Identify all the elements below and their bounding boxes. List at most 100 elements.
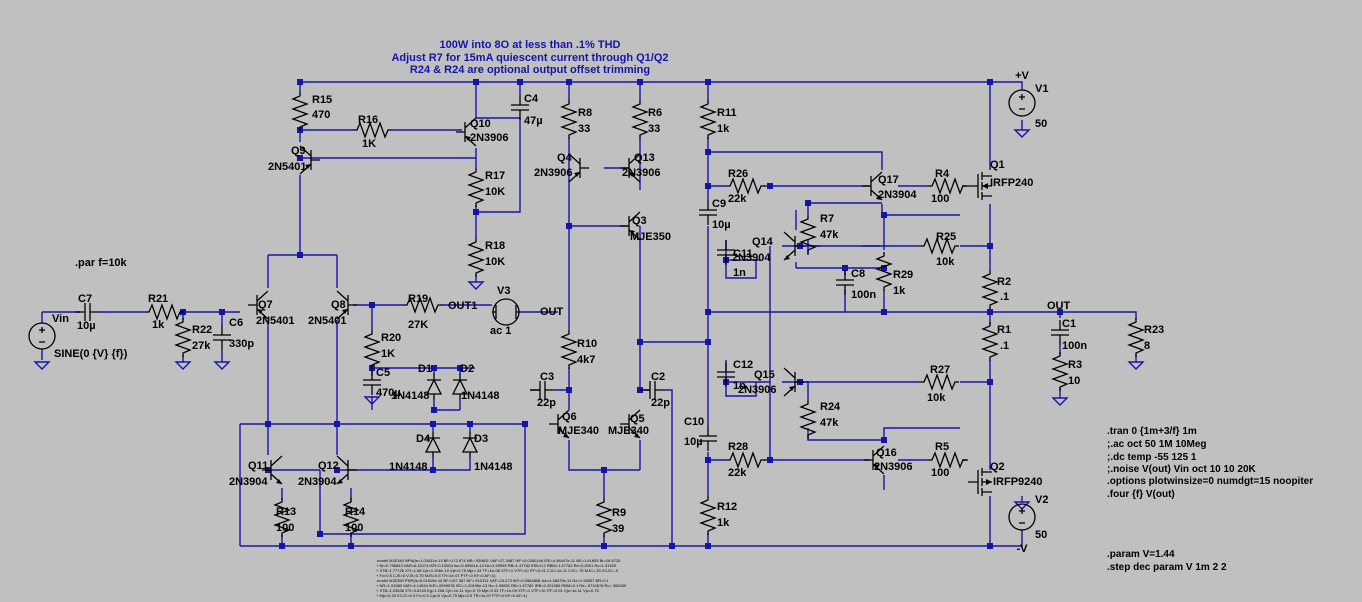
- param-directive-line: .step dec param V 1m 2 2: [1107, 562, 1227, 573]
- r21-value: 1k: [152, 319, 165, 331]
- r17-value: 10K: [485, 186, 505, 198]
- d1-model: 1N4148: [391, 390, 430, 402]
- c2-value: 22p: [651, 397, 670, 409]
- r18-value: 10K: [485, 256, 505, 268]
- r12-value: 1k: [717, 517, 730, 529]
- q6-model: MJE340: [558, 425, 599, 437]
- q10-ref: Q10: [470, 118, 491, 130]
- q5-ref: Q5: [630, 413, 645, 425]
- q11-model: 2N3904: [229, 476, 268, 488]
- q4-model: 2N3906: [534, 167, 573, 179]
- vin-name: Vin: [52, 313, 69, 325]
- v2-name: V2: [1035, 494, 1048, 506]
- model-line: + Mjc=0.33 XCJC=0.9 Fc=0.5 Cjs=0 Vjs=0.7…: [376, 593, 528, 598]
- r18-ref: R18: [485, 240, 505, 252]
- r27-ref: R27: [930, 364, 950, 376]
- v1-value: 50: [1035, 118, 1047, 130]
- r16-ref: R16: [358, 114, 378, 126]
- q8-ref: Q8: [331, 299, 346, 311]
- c8-value: 100n: [851, 289, 876, 301]
- r10-ref: R10: [577, 338, 597, 350]
- r1-ref: R1: [997, 324, 1011, 336]
- model-line: + XTB=1.77726 XTI=1.58 Cje=1.206e-10 Vje…: [376, 568, 619, 573]
- v3-source-symbol: [492, 298, 520, 326]
- c11-value: 1n: [733, 267, 746, 279]
- c9-value: 10µ: [712, 219, 731, 231]
- r6-ref: R6: [648, 107, 662, 119]
- v3-value: ac 1: [490, 325, 511, 337]
- c1-value: 100n: [1062, 340, 1087, 352]
- c10-ref: C10: [684, 416, 704, 428]
- r2-value: .1: [1000, 291, 1009, 303]
- net-neg-label: -V: [1017, 543, 1029, 555]
- q15-ref: Q15: [754, 369, 775, 381]
- c5-value: 470µ: [376, 387, 401, 399]
- r16-value: 1K: [362, 138, 376, 150]
- r9-ref: R9: [612, 507, 626, 519]
- q1-model: IRFP240: [990, 177, 1033, 189]
- r26-value: 22k: [728, 193, 747, 205]
- q13-ref: Q13: [634, 152, 655, 164]
- v1-name: V1: [1035, 83, 1048, 95]
- param-f: .par f=10k: [75, 257, 128, 269]
- diode-labels: D1 1N4148 D2 1N4148 D3 1N4148 D4 1N4148: [389, 363, 513, 473]
- q7-model: 2N5401: [256, 315, 295, 327]
- c12-ref: C12: [733, 359, 753, 371]
- r22-ref: R22: [192, 324, 212, 336]
- directive-line: ;.dc temp -55 125 1: [1107, 452, 1197, 463]
- q6-ref: Q6: [562, 411, 577, 423]
- r23-value: 8: [1144, 340, 1150, 352]
- q2-model: IRFP9240: [993, 476, 1043, 488]
- r21-ref: R21: [148, 293, 168, 305]
- header-line-3: R24 & R24 are optional output offset tri…: [410, 64, 650, 76]
- r10-value: 4k7: [577, 354, 595, 366]
- d2-model: 1N4148: [461, 390, 500, 402]
- r25-ref: R25: [936, 231, 956, 243]
- d4-ref: D4: [416, 433, 431, 445]
- r29-ref: R29: [893, 269, 913, 281]
- q10-model: 2N3906: [470, 132, 509, 144]
- r8-ref: R8: [578, 107, 592, 119]
- r6-value: 33: [648, 123, 660, 135]
- r3-ref: R3: [1068, 359, 1082, 371]
- source-labels: Vin SINE(0 {V} {f}) V3 ac 1 V1 50 V2 50 …: [52, 83, 1048, 541]
- model-line: + Nr=0.796843 VAR=6.11074 IKR=0.10004 Is…: [376, 563, 617, 568]
- c3-ref: C3: [540, 371, 554, 383]
- model-line: .model MJE340 NPN(Is=1.03431e-13 BF=172.…: [376, 558, 621, 563]
- model-line: .model MJE350 PNP(Is=6.01619e-15 BF=157.…: [376, 578, 610, 583]
- v2-value: 50: [1035, 529, 1047, 541]
- c9-ref: C9: [712, 198, 726, 210]
- header-text: 100W into 8O at less than .1% THD Adjust…: [391, 39, 668, 76]
- q5-model: MJE340: [608, 425, 649, 437]
- r22-value: 27k: [192, 340, 211, 352]
- v3-name: V3: [497, 285, 510, 297]
- d3-ref: D3: [474, 433, 488, 445]
- r5-ref: R5: [935, 441, 949, 453]
- directive-line: ;.noise V(out) Vin oct 10 10 20K: [1107, 464, 1257, 475]
- c6-value: 330p: [229, 338, 254, 350]
- q4-ref: Q4: [557, 152, 573, 164]
- q7-ref: Q7: [258, 299, 273, 311]
- capacitor-labels: C1 100n C2 22p C3 22p C4 47µ C5 470µ C6 …: [77, 93, 1087, 448]
- ground-symbols: [34, 129, 1144, 510]
- r13-value: 100: [276, 522, 294, 534]
- c6-ref: C6: [229, 317, 243, 329]
- c1-ref: C1: [1062, 318, 1076, 330]
- r27-value: 10k: [927, 392, 946, 404]
- r11-value: 1k: [717, 123, 730, 135]
- junctions: [180, 79, 1063, 549]
- q9-ref: Q9: [291, 145, 306, 157]
- c10-value: 10µ: [684, 436, 703, 448]
- model-definitions: .model MJE340 NPN(Is=1.03431e-13 BF=172.…: [376, 558, 627, 598]
- model-line: + NR=1.03383 VAR=4.14944 IKR=.0999978 IS…: [376, 583, 627, 588]
- q14-model: 2N3904: [732, 252, 771, 264]
- r29-value: 1k: [893, 285, 906, 297]
- d3-model: 1N4148: [474, 461, 513, 473]
- q8-model: 2N5401: [308, 315, 347, 327]
- vin-value: SINE(0 {V} {f}): [54, 348, 128, 360]
- q11-ref: Q11: [248, 460, 268, 472]
- directive-line: .four {f} V(out): [1107, 489, 1175, 500]
- q17-model: 2N3904: [878, 189, 917, 201]
- r28-value: 22k: [728, 467, 747, 479]
